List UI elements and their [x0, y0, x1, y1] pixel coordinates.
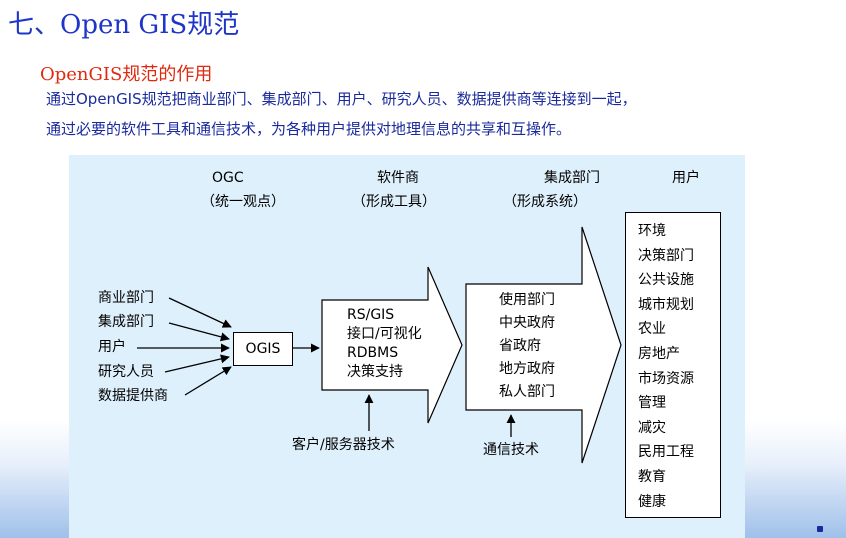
opengis-diagram: OGC （统一观点） 软件商 （形成工具） 集成部门 （形成系统） 用户 商业部…	[69, 155, 745, 538]
client-server-label: 客户/服务器技术	[292, 437, 395, 453]
page-title: 七、Open GIS规范	[8, 10, 240, 40]
column-ogc-sub: （统一观点）	[201, 194, 285, 210]
arrow-integration	[168, 322, 230, 342]
column-ogc: OGC	[212, 170, 244, 186]
integration-item: 私人部门	[499, 384, 555, 400]
source-data-provider: 数据提供商	[98, 388, 168, 404]
integration-item: 使用部门	[499, 292, 555, 308]
user-list-box: 环境 决策部门 公共设施 城市规划 农业 房地产 市场资源 管理 减灾 民用工程…	[625, 212, 721, 518]
column-vendor: 软件商	[377, 170, 419, 186]
user-item: 房地产	[638, 345, 680, 362]
vendor-item: RDBMS	[347, 345, 399, 361]
user-item: 管理	[638, 395, 666, 412]
integration-item: 省政府	[499, 338, 541, 354]
vendor-block-arrow	[321, 266, 463, 424]
user-item: 农业	[638, 321, 666, 338]
user-item: 减灾	[638, 419, 666, 436]
integration-block-arrow	[465, 226, 622, 464]
vendor-item: RS/GIS	[347, 307, 395, 323]
column-integration: 集成部门	[544, 170, 600, 186]
user-item: 决策部门	[638, 247, 694, 264]
intro-line-2: 通过必要的软件工具和通信技术，为各种用户提供对地理信息的共享和互操作。	[46, 120, 572, 138]
user-item: 教育	[638, 468, 666, 485]
source-research: 研究人员	[98, 364, 154, 380]
slide-corner-mark	[817, 526, 823, 532]
ogis-label: OGIS	[245, 341, 281, 357]
source-user: 用户	[98, 339, 126, 355]
vendor-item: 接口/可视化	[347, 326, 422, 342]
column-integration-sub: （形成系统）	[503, 194, 587, 210]
integration-item: 地方政府	[499, 361, 555, 377]
user-item: 民用工程	[638, 444, 694, 461]
arrow-research	[164, 354, 230, 373]
user-item: 公共设施	[638, 272, 694, 289]
diagram-shapes	[137, 226, 622, 464]
user-item: 市场资源	[638, 370, 694, 387]
source-business: 商业部门	[98, 290, 154, 306]
ogis-box: OGIS	[233, 332, 293, 366]
integration-item: 中央政府	[499, 315, 555, 331]
communication-label: 通信技术	[483, 442, 539, 458]
source-integration: 集成部门	[98, 314, 154, 330]
vendor-items: RS/GIS 接口/可视化 RDBMS 决策支持	[347, 306, 422, 382]
column-users: 用户	[672, 170, 700, 186]
vendor-item: 决策支持	[347, 364, 403, 380]
section-subtitle: OpenGIS规范的作用	[40, 64, 213, 85]
user-item: 环境	[638, 223, 666, 239]
integration-items: 使用部门 中央政府 省政府 地方政府 私人部门	[499, 289, 555, 404]
arrow-data-provider	[184, 366, 232, 396]
user-item: 城市规划	[638, 296, 694, 313]
user-item: 健康	[638, 493, 666, 510]
arrow-business	[168, 297, 232, 328]
column-vendor-sub: （形成工具）	[352, 194, 436, 210]
intro-line-1: 通过OpenGIS规范把商业部门、集成部门、用户、研究人员、数据提供商等连接到一…	[46, 90, 637, 108]
